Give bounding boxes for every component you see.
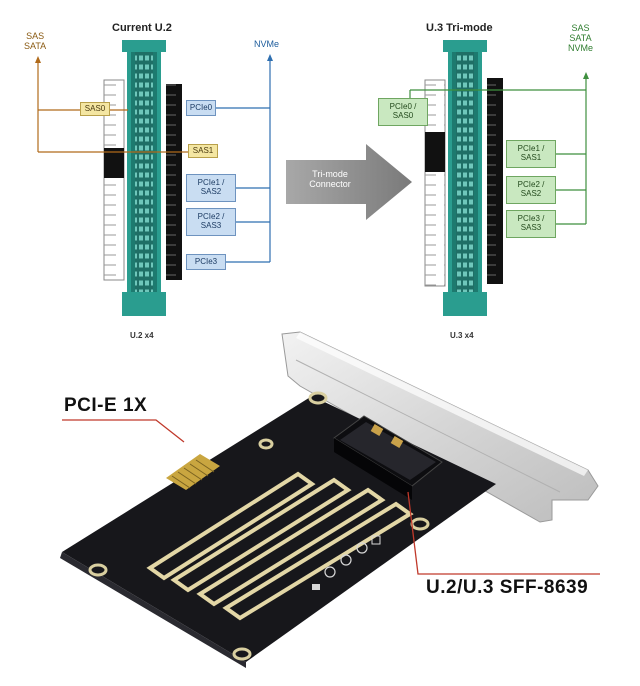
sas-arrowhead	[35, 56, 41, 63]
u2-connector	[103, 40, 182, 316]
nvme-lines	[216, 60, 271, 263]
right-title: U.3 Tri-mode	[426, 22, 493, 34]
silkscreen-marks	[312, 535, 381, 590]
tri-mode-arrow-label: Tri-mode Connector	[309, 169, 351, 189]
pcie2-sas2-box: PCIe2 / SAS2	[506, 176, 556, 204]
sff-8639-connector	[333, 415, 443, 500]
sas-sata-label: SAS SATA	[24, 31, 47, 51]
sas1-box: SAS1	[188, 144, 218, 158]
sas-sata-nvme-label: SAS SATA NVMe	[568, 23, 594, 53]
left-caption: U.2 x4	[130, 331, 154, 340]
metal-bracket	[281, 331, 599, 523]
nvme-arrowhead	[267, 54, 273, 61]
pcb-slots	[146, 471, 414, 621]
sas0-box: SAS0	[80, 102, 110, 116]
callout-lines	[62, 419, 600, 575]
tri-mode-arrow	[286, 144, 412, 220]
trimode-lines	[409, 78, 587, 225]
pcie1-sas1-box: PCIe1 / SAS1	[506, 140, 556, 168]
pcie3-sas3-box: PCIe3 / SAS3	[506, 210, 556, 238]
pcie1-sas2-box: PCIe1 / SAS2	[186, 174, 236, 202]
pcie3-box: PCIe3	[186, 254, 226, 270]
pcie-1x-callout: PCI-E 1X	[64, 395, 148, 416]
pcb-board	[60, 391, 496, 668]
pcie2-sas3-box: PCIe2 / SAS3	[186, 208, 236, 236]
nvme-label: NVMe	[254, 39, 280, 49]
pcie0-box: PCIe0	[186, 100, 216, 116]
trimode-arrowhead	[583, 72, 589, 79]
pcie0-sas0-box: PCIe0 / SAS0	[378, 98, 428, 126]
left-title: Current U.2	[112, 22, 172, 34]
sff-8639-callout: U.2/U.3 SFF-8639	[426, 577, 589, 598]
right-caption: U.3 x4	[450, 331, 474, 340]
u3-connector	[424, 40, 503, 316]
sas-lines	[37, 62, 188, 153]
